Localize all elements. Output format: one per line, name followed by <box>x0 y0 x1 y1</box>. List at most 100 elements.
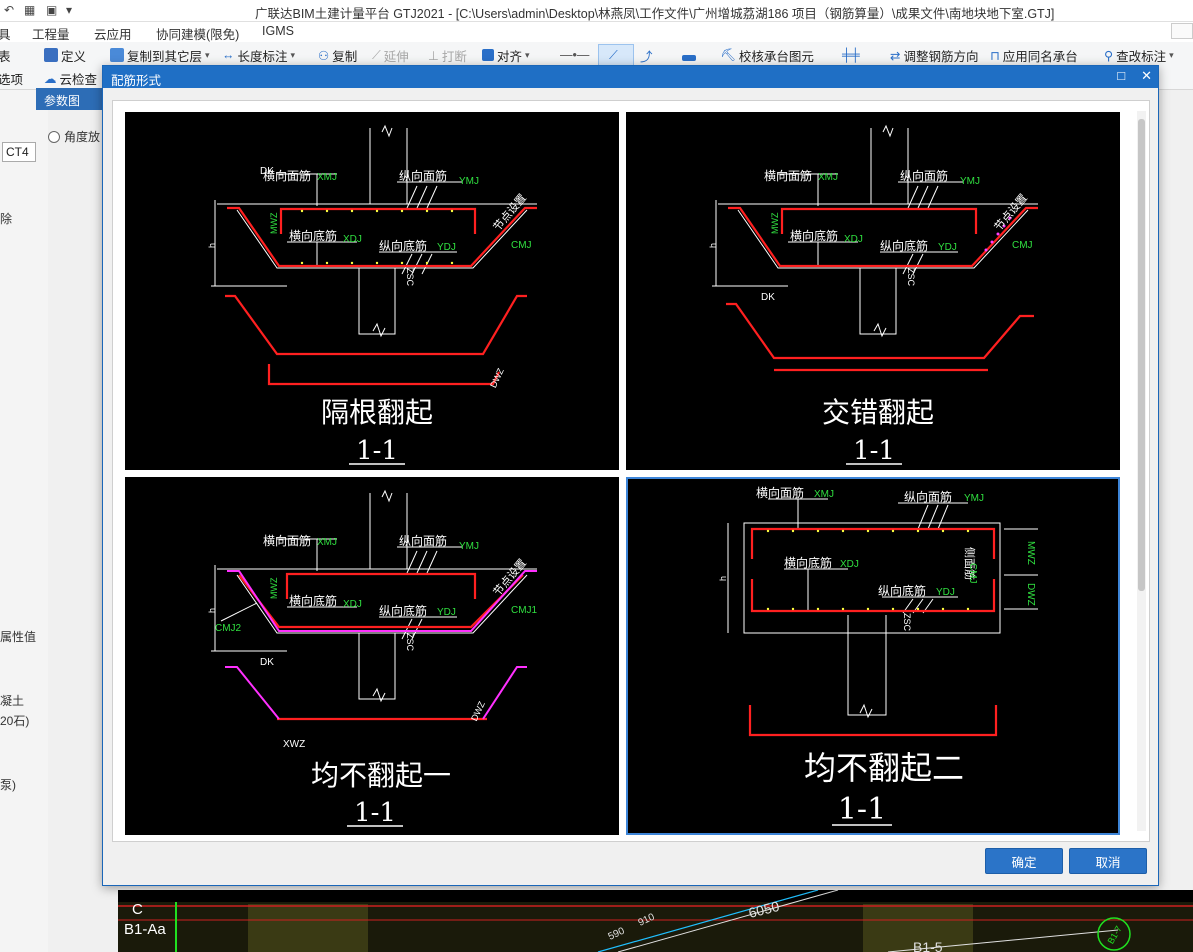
break-button[interactable]: ⊥打断 <box>428 48 467 64</box>
cad-line <box>597 889 819 952</box>
copy-button[interactable]: ⚇复制 <box>318 48 358 64</box>
option-panel-4[interactable]: 横向面筋 纵向面筋 横向底筋 纵向底筋 侧面筋 XMJ YMJ XDJ YDJ … <box>626 477 1120 835</box>
apply-same-cap-button[interactable]: ⊓应用同名承台 <box>990 48 1078 64</box>
line-tool-icon[interactable]: ⟋ <box>598 44 634 66</box>
menu-item-collab[interactable]: 协同建模(限免) <box>156 28 240 42</box>
point-tool-icon[interactable]: —•— <box>560 48 590 62</box>
label-bot-long: 纵向底筋 <box>379 238 427 253</box>
option-panel-2[interactable]: 横向面筋 纵向面筋 横向底筋 纵向底筋 节点设置 XMJ YMJ XDJ YDJ… <box>626 112 1120 470</box>
option-panel-1[interactable]: 横向面筋 纵向面筋 横向底筋 纵向底筋 节点设置 XMJ YMJ XDJ YDJ… <box>125 112 619 470</box>
label-top-trans: 横向面筋 <box>263 533 311 548</box>
menu-item-igms[interactable]: IGMS <box>262 24 294 38</box>
label-xdj: XDJ <box>343 599 362 610</box>
ct-field[interactable]: CT4 <box>2 142 36 162</box>
concrete-label: 凝土 <box>0 694 25 708</box>
copy-floor-icon <box>110 48 124 62</box>
label-bot-trans: 横向底筋 <box>784 555 832 570</box>
grid-icon[interactable]: ▦ <box>24 3 36 17</box>
label-h: h <box>207 608 217 613</box>
menu-item-tools[interactable]: 具 <box>0 28 11 42</box>
angle-option[interactable]: 角度放 <box>48 128 100 145</box>
adjust-rebar-button[interactable]: ⇄调整钢筋方向 <box>890 48 979 64</box>
option-1-drawing: 横向面筋 纵向面筋 横向底筋 纵向底筋 节点设置 XMJ YMJ XDJ YDJ… <box>207 124 537 466</box>
arc-tool-icon[interactable]: ⤴ <box>640 49 653 64</box>
modify-icon: ⚲ <box>1104 48 1114 63</box>
left-panel: 除 属性值 凝土 20石) 泵) <box>0 90 48 952</box>
vertical-scrollbar[interactable] <box>1137 111 1146 831</box>
label-ydj: YDJ <box>938 242 957 253</box>
extend-button[interactable]: ⟋延伸 <box>372 47 409 64</box>
menu-item-cloud[interactable]: 云应用 <box>94 28 132 42</box>
section-label: 1-1 <box>853 436 895 466</box>
label-bot-trans: 横向底筋 <box>289 593 337 608</box>
label-xmj: XMJ <box>814 489 834 500</box>
length-mark-button[interactable]: ↔长度标注▾ <box>222 48 296 64</box>
grid-tool-icon[interactable]: ╪╪ <box>842 48 860 62</box>
label-top-long: 纵向面筋 <box>900 168 948 183</box>
ribbon-fragment-table[interactable]: 表 <box>0 49 11 64</box>
leader-line <box>401 253 413 275</box>
quick-access-dropdown-icon[interactable]: ▾ <box>66 3 73 17</box>
cap-icon[interactable] <box>682 46 696 64</box>
check-cap-button[interactable]: ⛏校核承台图元 <box>720 47 814 64</box>
cloud-check-button[interactable]: ☁云检查 <box>44 71 98 87</box>
scrollbar-thumb[interactable] <box>1138 119 1145 591</box>
axis-c-label: C <box>132 901 143 918</box>
break-icon: ⊥ <box>428 48 439 63</box>
axis-b1aa-label: B1-Aa <box>124 921 166 938</box>
option-name: 隔根翻起 <box>321 396 433 429</box>
label-node: 节点设置 <box>491 556 529 598</box>
align-button[interactable]: 对齐▾ <box>482 46 530 64</box>
cad-canvas-strip[interactable]: C B1-Aa 6050 590 910 B1-5 B1-7 <box>118 889 1193 952</box>
label-cmj2: CMJ2 <box>215 623 242 634</box>
window-title: 广联达BIM土建计量平台 GTJ2021 - [C:\Users\admin\D… <box>255 7 1055 21</box>
b15-label: B1-5 <box>913 939 943 952</box>
label-mwz: MWZ <box>1025 541 1036 565</box>
cancel-button[interactable]: 取消 <box>1069 848 1147 874</box>
save-icon[interactable]: ▣ <box>46 3 58 17</box>
align-icon <box>482 49 494 61</box>
label-ydj: YDJ <box>437 242 456 253</box>
label-dwz: DWZ <box>488 366 506 389</box>
dim-6050-label: 6050 <box>747 898 781 921</box>
option-gallery: 横向面筋 纵向面筋 横向底筋 纵向底筋 节点设置 XMJ YMJ XDJ YDJ… <box>112 100 1150 842</box>
menu-item-quantity[interactable]: 工程量 <box>32 28 70 42</box>
angle-radio[interactable] <box>48 130 60 143</box>
label-cmj: CMJ <box>1012 240 1033 251</box>
cad-block <box>863 904 973 952</box>
delete-label[interactable]: 除 <box>0 212 13 226</box>
define-button[interactable]: 定义 <box>44 46 86 64</box>
chevron-down-icon: ▾ <box>290 49 296 60</box>
label-bot-trans: 横向底筋 <box>289 228 337 243</box>
label-node: 节点设置 <box>491 191 529 233</box>
option-3-drawing: 横向面筋 纵向面筋 横向底筋 纵向底筋 节点设置 XMJ YMJ XDJ YDJ… <box>207 489 538 828</box>
label-xmj: XMJ <box>317 537 337 548</box>
copy-to-floor-button[interactable]: 复制到其它层▾ <box>110 46 210 64</box>
option-panel-3[interactable]: 横向面筋 纵向面筋 横向底筋 纵向底筋 节点设置 XMJ YMJ XDJ YDJ… <box>125 477 619 835</box>
section-label: 1-1 <box>356 436 398 466</box>
maximize-icon[interactable]: □ <box>1117 68 1126 83</box>
label-bot-trans: 横向底筋 <box>790 228 838 243</box>
ribbon-fragment-options[interactable]: 选项 <box>0 72 24 87</box>
option-2-drawing: 横向面筋 纵向面筋 横向底筋 纵向底筋 节点设置 XMJ YMJ XDJ YDJ… <box>708 124 1038 466</box>
undo-icon[interactable]: ↶ <box>4 3 15 17</box>
leader-line <box>411 253 423 275</box>
label-dk: DK <box>761 292 775 303</box>
label-mwz: MWZ <box>770 212 780 234</box>
apply-icon: ⊓ <box>990 48 1000 63</box>
section-label: 1-1 <box>354 798 396 828</box>
dialog-title-bar: 配筋形式 □ ✕ <box>103 66 1158 88</box>
top-rebar-detail <box>267 364 500 386</box>
ok-button[interactable]: 确定 <box>985 848 1063 874</box>
search-input[interactable] <box>1171 23 1193 39</box>
label-top-trans: 横向面筋 <box>756 485 804 500</box>
chevron-down-icon: ▾ <box>205 49 210 60</box>
close-icon[interactable]: ✕ <box>1141 68 1152 83</box>
leader-line <box>416 185 428 209</box>
label-zsc: ZSC <box>405 633 415 652</box>
param-diagram-header[interactable]: 参数图 <box>36 88 102 110</box>
modify-mark-button[interactable]: ⚲查改标注▾ <box>1104 48 1174 64</box>
label-dk: DK <box>260 657 274 668</box>
extend-icon: ⟋ <box>372 47 381 62</box>
